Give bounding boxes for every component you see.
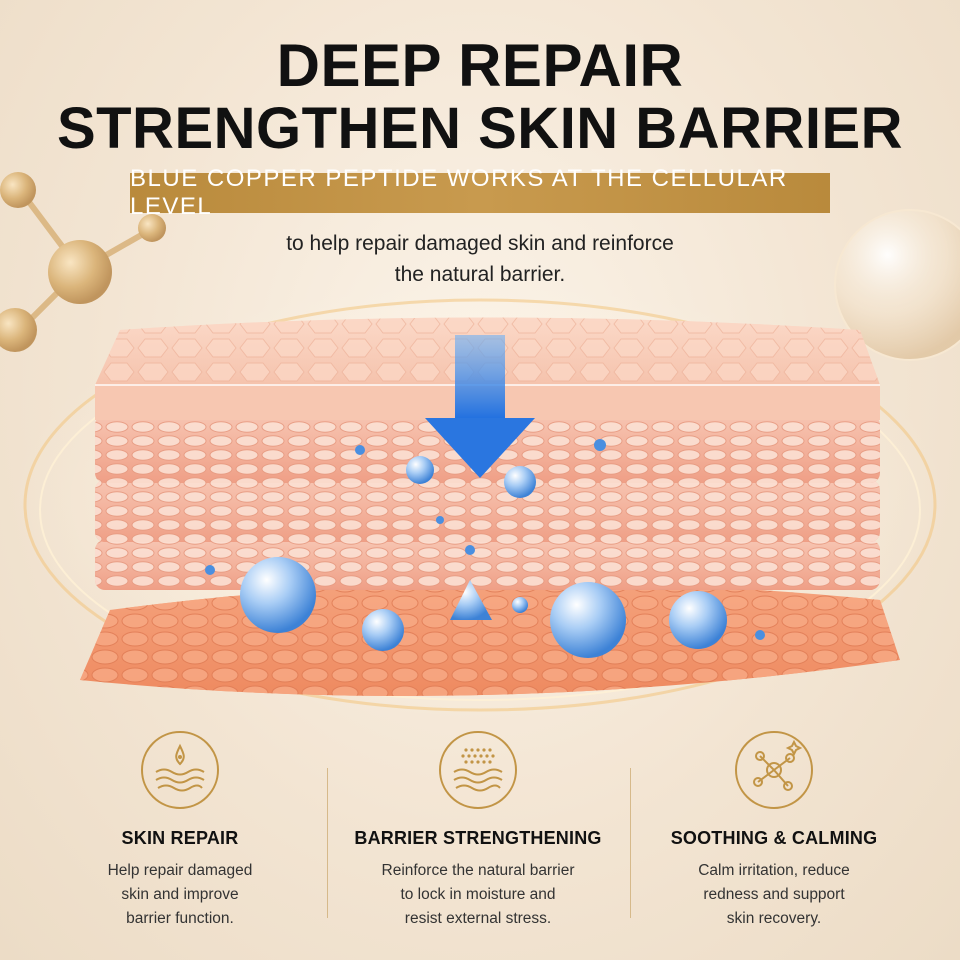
feature-description: Reinforce the natural barrier to lock in… [328, 859, 628, 931]
subtitle: to help repair damaged skin and reinforc… [0, 228, 960, 290]
banner: BLUE COPPER PEPTIDE WORKS AT THE CELLULA… [130, 165, 830, 220]
feature-desc-line: skin recovery. [726, 910, 822, 927]
droplets-decoration [205, 439, 765, 658]
subtitle-line-2: the natural barrier. [394, 263, 566, 286]
column-divider [327, 768, 328, 918]
feature-desc-line: Reinforce the natural barrier [381, 862, 575, 879]
feature-barrier-strengthening: BARRIER STRENGTHENING Reinforce the natu… [328, 730, 628, 931]
feature-description: Calm irritation, reduce redness and supp… [624, 859, 924, 931]
feature-desc-line: Calm irritation, reduce [698, 862, 850, 879]
feature-title: BARRIER STRENGTHENING [354, 828, 602, 848]
banner-text: BLUE COPPER PEPTIDE WORKS AT THE CELLULA… [130, 165, 788, 220]
feature-title: SOOTHING & CALMING [670, 828, 878, 848]
feature-description: Help repair damaged skin and improve bar… [30, 859, 330, 931]
soothing-molecule-icon [734, 730, 814, 810]
penetration-arrow [425, 335, 535, 478]
feature-desc-line: barrier function. [126, 910, 234, 927]
feature-soothing-calming: SOOTHING & CALMING Calm irritation, redu… [624, 730, 924, 931]
feature-desc-line: skin and improve [121, 886, 239, 903]
barrier-layers-icon [438, 730, 518, 810]
molecule-decoration [0, 172, 166, 352]
feature-skin-repair: SKIN REPAIR Help repair damaged skin and… [30, 730, 330, 931]
feature-desc-line: to lock in moisture and [400, 886, 556, 903]
feature-title: SKIN REPAIR [121, 828, 239, 848]
feature-desc-line: Help repair damaged [107, 862, 253, 879]
headline-line-1: DEEP REPAIR [276, 32, 684, 99]
feature-desc-line: redness and support [703, 886, 845, 903]
column-divider [630, 768, 631, 918]
skin-repair-icon [140, 730, 220, 810]
headline-line-2: STRENGTHEN SKIN BARRIER [56, 96, 904, 161]
bubble-decoration [834, 209, 960, 361]
subtitle-line-1: to help repair damaged skin and reinforc… [286, 232, 674, 255]
feature-desc-line: resist external stress. [404, 910, 552, 927]
